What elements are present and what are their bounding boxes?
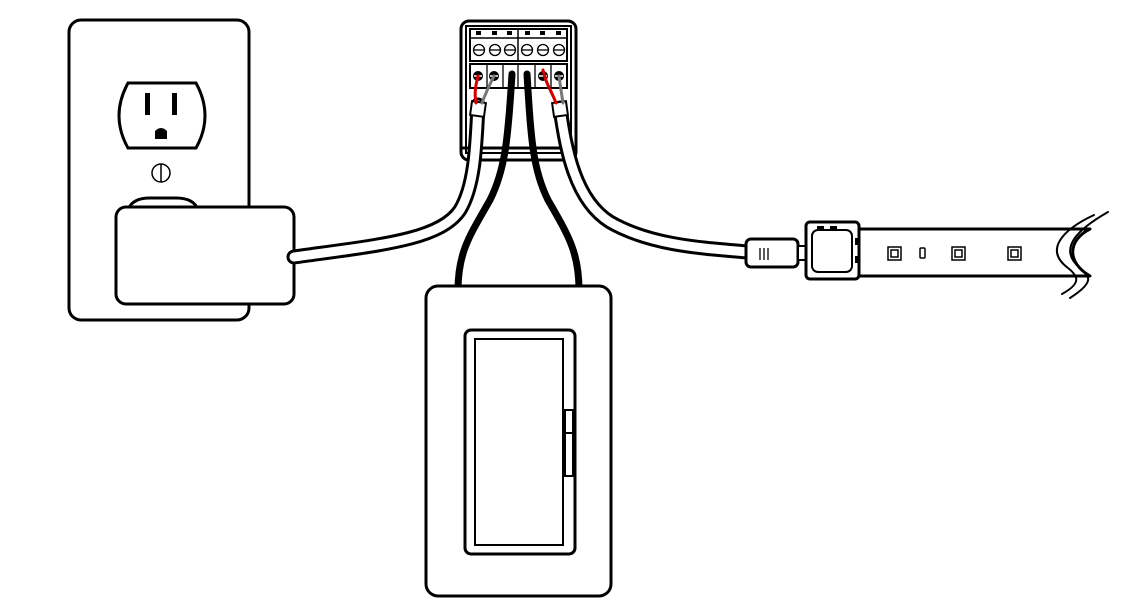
switch-wires: [454, 70, 583, 294]
terminal-pin-marks: [476, 31, 561, 35]
dimmer-slider: [564, 409, 574, 477]
outlet-receptacle-bottom-edge: [126, 196, 200, 212]
terminal-conductors: [473, 68, 565, 105]
terminal-screw-icon: [472, 43, 566, 57]
strip-connector: [804, 220, 862, 281]
strip-cable: [552, 100, 756, 260]
strip-cable-end: [550, 99, 570, 119]
terminal-separators: [486, 64, 552, 88]
controller-inner-frame: [465, 25, 572, 154]
power-adapter: [114, 205, 296, 306]
led-strip: [857, 211, 1109, 299]
outlet-receptacle-top: [117, 81, 207, 150]
terminal-controller: [459, 19, 578, 162]
led-chip-icon: [887, 246, 1022, 261]
outlet-ground-hole: [155, 128, 167, 139]
adapter-cable-end: [468, 99, 488, 119]
switch-rocker-paddle: [474, 338, 564, 546]
ground-screw-icon: [151, 163, 171, 183]
adapter-cable: [286, 97, 486, 265]
outlet-slot-right: [172, 93, 177, 115]
outlet-slot-left: [145, 93, 150, 115]
cable-plug: [744, 237, 808, 269]
wall-dimmer-switch: [424, 284, 613, 598]
